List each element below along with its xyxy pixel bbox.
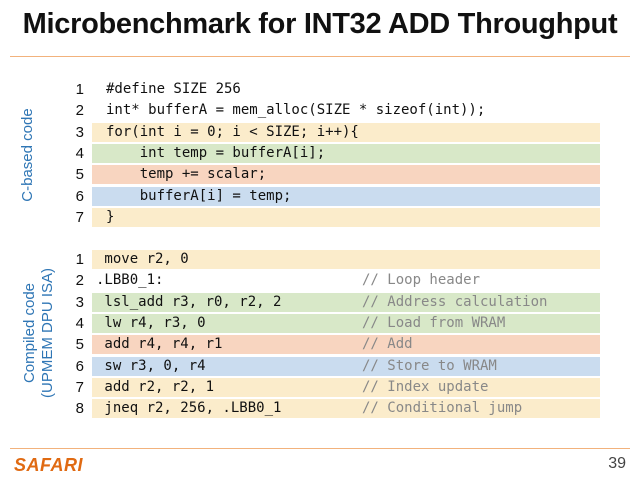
code-comment: // Store to WRAM <box>362 357 497 374</box>
line-highlight <box>92 399 600 419</box>
line-number: 7 <box>75 208 84 226</box>
line-highlight <box>92 335 600 355</box>
line-number: 6 <box>75 187 84 205</box>
line-number: 1 <box>75 251 84 268</box>
code-text: move r2, 0 <box>96 251 189 267</box>
code-line: 6 bufferA[i] = temp; <box>0 186 640 207</box>
line-highlight <box>92 186 600 206</box>
line-number: 4 <box>75 144 84 162</box>
code-comment: // Loop header <box>362 272 481 289</box>
code-line: 6 sw r3, 0, r4 // Store to WRAM <box>0 356 640 377</box>
line-number: 5 <box>75 166 84 184</box>
code-line: 5 add r4, r4, r1 // Add <box>0 334 640 355</box>
line-highlight <box>92 207 600 227</box>
line-highlight <box>92 143 600 163</box>
code-text: lsl_add r3, r0, r2, 2 <box>96 293 282 310</box>
line-number: 1 <box>75 81 84 98</box>
code-text: temp += scalar; <box>106 166 267 183</box>
code-text: for(int i = 0; i < SIZE; i++){ <box>106 123 359 140</box>
line-highlight <box>92 356 600 376</box>
safari-logo: SAFARI <box>14 455 84 475</box>
line-number: 6 <box>75 357 84 375</box>
code-text: int* bufferA = mem_alloc(SIZE * sizeof(i… <box>106 102 486 119</box>
code-line: 1 move r2, 0 <box>0 249 640 270</box>
page-number: 39 <box>608 455 626 472</box>
code-line: 7 add r2, r2, 1 // Index update <box>0 377 640 398</box>
code-line: 7} <box>0 207 640 228</box>
code-comment: // Address calculation <box>362 293 548 310</box>
line-number: 2 <box>75 272 84 290</box>
code-text: #define SIZE 256 <box>106 81 241 97</box>
code-line: 8 jneq r2, 256, .LBB0_1 // Conditional ju… <box>0 398 640 419</box>
slide-title: Microbenchmark for INT32 ADD Throughput <box>22 8 618 40</box>
line-highlight <box>92 292 600 312</box>
line-highlight <box>92 250 600 269</box>
line-highlight <box>92 122 600 142</box>
code-text: sw r3, 0, r4 <box>96 357 206 374</box>
line-number: 8 <box>75 400 84 418</box>
code-comment: // Index update <box>362 378 489 395</box>
code-text: int temp = bufferA[i]; <box>106 144 326 161</box>
code-text: jneq r2, 256, .LBB0_1 <box>96 400 282 417</box>
title-divider <box>10 56 630 57</box>
line-number: 2 <box>75 102 84 120</box>
code-text: add r2, r2, 1 <box>96 378 215 395</box>
line-number: 4 <box>75 314 84 332</box>
line-number: 3 <box>75 123 84 141</box>
code-line: 5 temp += scalar; <box>0 164 640 185</box>
code-text: lw r4, r3, 0 <box>96 314 206 331</box>
code-comment: // Add <box>362 336 413 353</box>
code-comment: // Load from WRAM <box>362 314 506 331</box>
code-comment: // Conditional jump <box>362 400 523 417</box>
code-line: 2 .LBB0_1: // Loop header <box>0 270 640 291</box>
code-line: 4 lw r4, r3, 0 // Load from WRAM <box>0 313 640 334</box>
line-highlight <box>92 313 600 333</box>
line-highlight <box>92 165 600 185</box>
code-text: } <box>106 208 115 225</box>
code-line: 2 int* bufferA = mem_alloc(SIZE * sizeof(… <box>0 100 640 121</box>
footer-divider <box>10 448 630 449</box>
line-number: 3 <box>75 293 84 311</box>
code-line: 3 lsl_add r3, r0, r2, 2 // Address calcul… <box>0 292 640 313</box>
line-number: 7 <box>75 378 84 396</box>
line-highlight <box>92 377 600 397</box>
line-number: 5 <box>75 336 84 354</box>
code-line: 4 int temp = bufferA[i]; <box>0 143 640 164</box>
code-line: 1 #define SIZE 256 <box>0 79 640 100</box>
code-line: 3 for(int i = 0; i < SIZE; i++){ <box>0 122 640 143</box>
code-text: add r4, r4, r1 <box>96 336 223 353</box>
code-text: bufferA[i] = temp; <box>106 187 292 204</box>
code-text: .LBB0_1: <box>96 272 164 289</box>
line-highlight <box>92 271 600 290</box>
